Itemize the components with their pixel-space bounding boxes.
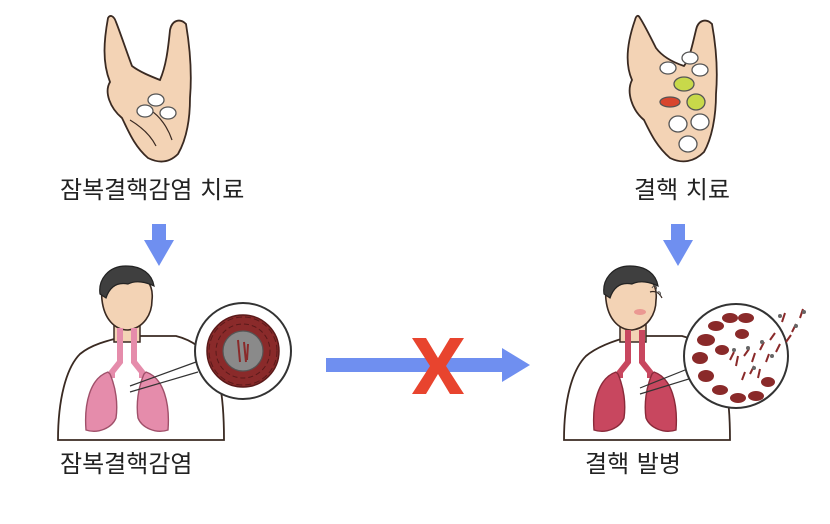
hand-many-pills-icon <box>628 16 717 162</box>
latent-treatment-label: 잠복결핵감염 치료 <box>60 178 244 202</box>
latent-infection-label: 잠복결핵감염 <box>60 452 192 476</box>
hand-few-pills-icon <box>105 16 191 162</box>
tb-treatment-label: 결핵 치료 <box>634 178 730 202</box>
tb-onset-label: 결핵 발병 <box>585 452 681 476</box>
down-arrow-right-icon <box>663 224 693 266</box>
bacteria-magnifier-icon <box>684 304 806 408</box>
down-arrow-left-icon <box>144 224 174 266</box>
granuloma-magnifier-icon <box>195 303 291 399</box>
